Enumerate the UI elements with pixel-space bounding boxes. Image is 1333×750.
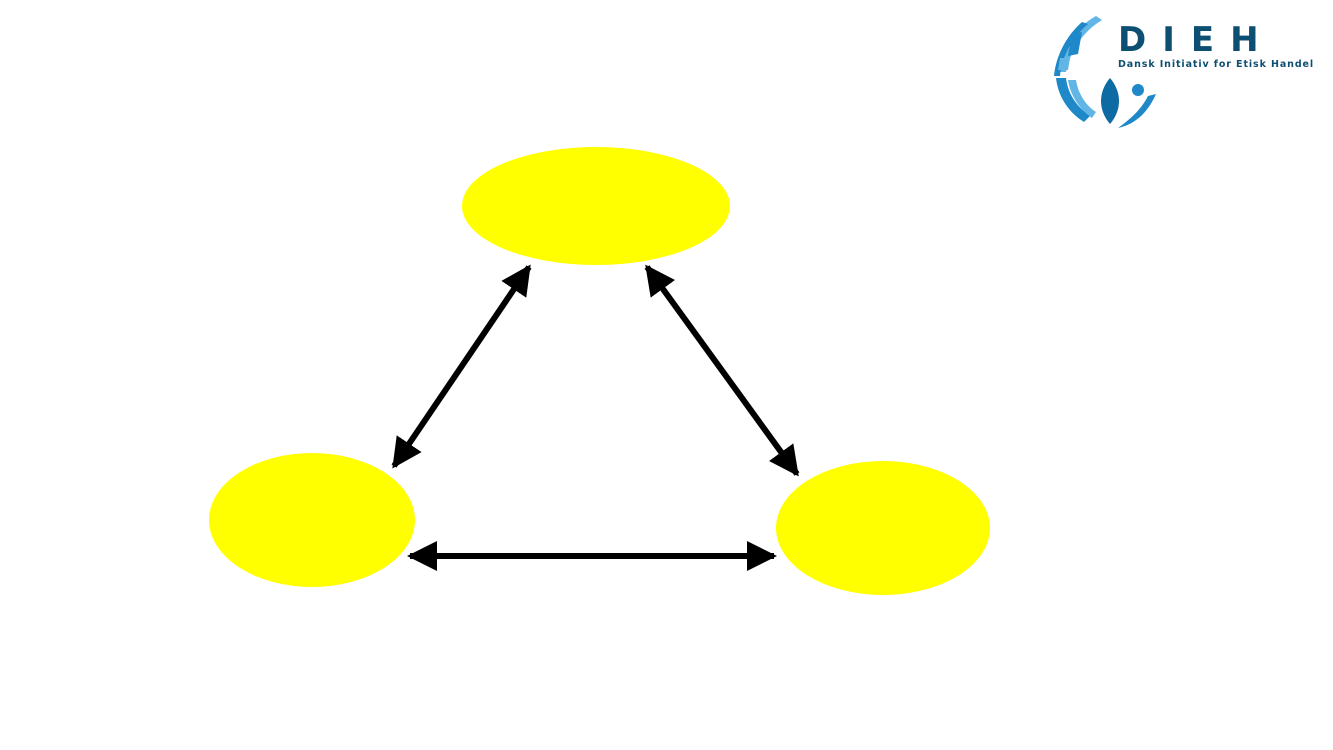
- arrow-top-left: [391, 264, 532, 469]
- logo-wordmark: DIEH: [1118, 20, 1275, 60]
- logo-tagline: Dansk Initiativ for Etisk Handel: [1118, 59, 1315, 70]
- globe-figure-logo-icon: [1054, 16, 1156, 128]
- node-top: [462, 147, 730, 265]
- dieh-logo: DIEH Dansk Initiativ for Etisk Handel: [1052, 14, 1322, 130]
- node-left: [209, 453, 415, 587]
- arrow-top-right: [644, 264, 800, 477]
- node-right: [776, 461, 990, 595]
